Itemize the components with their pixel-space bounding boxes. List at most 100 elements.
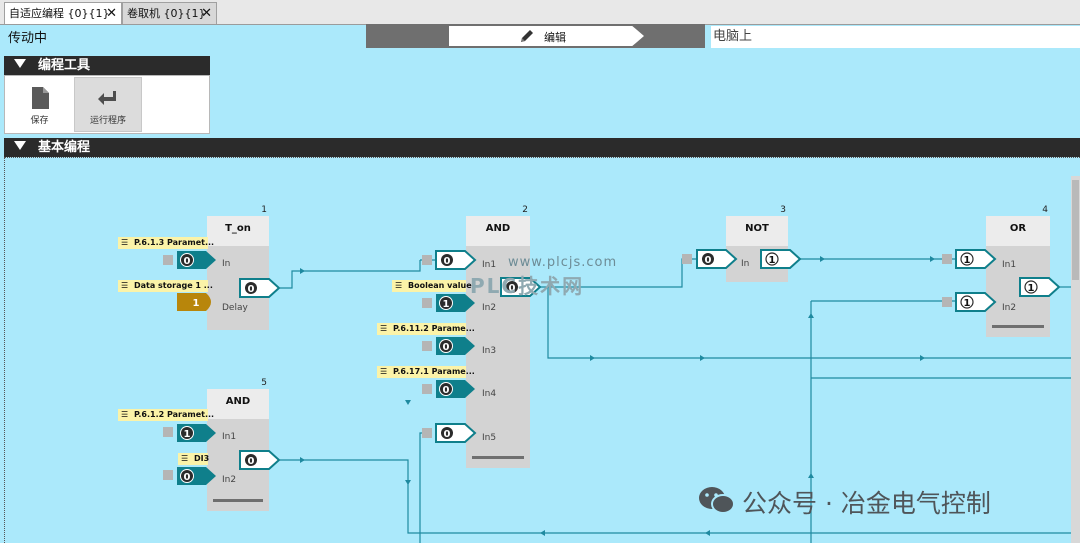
- connector-handle[interactable]: [422, 428, 432, 438]
- signal-input-flag[interactable]: 1: [176, 423, 218, 443]
- constant-input-flag[interactable]: 1: [176, 292, 218, 312]
- edit-label: 编辑: [544, 31, 566, 44]
- section-title: 编程工具: [38, 58, 91, 73]
- connector-handle[interactable]: [163, 427, 173, 437]
- connector-handle[interactable]: [942, 254, 952, 264]
- tab-coiler[interactable]: 卷取机 {0}{1} ✕: [122, 2, 217, 24]
- signal-input-flag[interactable]: 0: [435, 336, 477, 356]
- parameter-tag[interactable]: Data storage 1 ...: [118, 280, 213, 292]
- connector-handle[interactable]: [422, 384, 432, 394]
- connector-handle[interactable]: [682, 254, 692, 264]
- pin-label: In: [741, 259, 750, 269]
- tool-panel: 保存 运行程序: [4, 75, 210, 134]
- output-connector-flag[interactable]: 0: [239, 450, 281, 470]
- function-block-or[interactable]: OR 4 In1 In2: [986, 205, 1050, 337]
- output-connector-flag[interactable]: 1: [1019, 277, 1061, 297]
- input-connector-flag[interactable]: 1: [955, 292, 997, 312]
- block-number: 4: [1042, 205, 1048, 215]
- wechat-account-label: 公众号 · 冶金电气控制: [742, 489, 991, 518]
- signal-value: 0: [705, 255, 712, 266]
- watermark-brand: PLC技术网: [470, 274, 585, 298]
- signal-value: 1: [964, 255, 971, 266]
- connector-handle[interactable]: [163, 255, 173, 265]
- tab-adaptive-programming[interactable]: 自适应编程 {0}{1} ✕: [4, 2, 122, 24]
- signal-value: 0: [248, 456, 255, 467]
- programming-canvas[interactable]: [4, 157, 1080, 543]
- signal-input-flag[interactable]: 0: [176, 250, 218, 270]
- pin-label: Delay: [222, 303, 248, 313]
- drive-status: 传动中: [8, 31, 48, 46]
- input-connector-flag[interactable]: 0: [435, 423, 477, 443]
- block-title: AND: [466, 216, 530, 246]
- signal-input-flag[interactable]: 1: [435, 293, 477, 313]
- close-icon[interactable]: ✕: [201, 6, 212, 21]
- signal-value: 1: [964, 298, 971, 309]
- tab-label: 自适应编程 {0}{1}: [9, 7, 110, 20]
- section-basic-programming[interactable]: 基本编程: [4, 138, 1080, 157]
- signal-value: 1: [443, 299, 450, 310]
- signal-value: 1: [769, 255, 776, 266]
- signal-value: 1: [1028, 283, 1035, 294]
- block-title: AND: [207, 389, 269, 419]
- block-title: NOT: [726, 216, 788, 246]
- signal-value: 0: [443, 342, 450, 353]
- parameter-tag[interactable]: P.6.1.3 Paramet...: [118, 237, 214, 249]
- input-connector-flag[interactable]: 0: [435, 250, 477, 270]
- input-connector-flag[interactable]: 1: [955, 249, 997, 269]
- pin-label: In1: [222, 432, 237, 442]
- connector-handle[interactable]: [163, 470, 173, 480]
- edit-mode-button[interactable]: [449, 26, 644, 46]
- parameter-tag[interactable]: P.6.1.2 Paramet...: [118, 409, 214, 421]
- device-location: 电脑上: [711, 26, 1080, 48]
- wechat-icon: [699, 487, 735, 514]
- connector-handle[interactable]: [942, 297, 952, 307]
- signal-value: 0: [443, 385, 450, 396]
- block-title: T_on: [207, 216, 269, 246]
- close-icon[interactable]: ✕: [106, 6, 117, 21]
- connector-handle[interactable]: [422, 298, 432, 308]
- block-number: 3: [780, 205, 786, 215]
- function-block-and[interactable]: AND 2 In1 In2 In3 In4 In5: [466, 205, 530, 468]
- signal-value: 0: [444, 429, 451, 440]
- output-connector-flag[interactable]: 1: [760, 249, 802, 269]
- pin-label: In1: [1002, 260, 1017, 270]
- pin-label: In4: [482, 389, 497, 399]
- signal-value: 0: [444, 256, 451, 267]
- pin-label: In2: [1002, 303, 1017, 313]
- pin-label: In2: [222, 475, 237, 485]
- scrollbar-thumb[interactable]: [1072, 180, 1079, 280]
- save-label: 保存: [30, 116, 49, 126]
- block-title: OR: [986, 216, 1050, 246]
- block-number: 5: [261, 378, 267, 388]
- output-connector-flag[interactable]: 0: [500, 277, 542, 297]
- parameter-tag[interactable]: P.6.11.2 Parame...: [377, 323, 475, 335]
- function-block-t-on[interactable]: T_on 1 In Delay: [207, 205, 269, 330]
- connector-handle[interactable]: [422, 255, 432, 265]
- run-program-label: 运行程序: [89, 116, 126, 126]
- signal-value: 0: [509, 283, 516, 294]
- file-icon: [31, 87, 49, 109]
- signal-value: 1: [193, 298, 200, 309]
- input-connector-flag[interactable]: 0: [696, 249, 738, 269]
- pin-label: In3: [482, 346, 497, 356]
- parameter-tag[interactable]: DI3: [178, 453, 209, 465]
- signal-input-flag[interactable]: 0: [176, 466, 218, 486]
- pin-label: In5: [482, 433, 497, 443]
- collapse-triangle-icon: [14, 141, 26, 150]
- connector-handle[interactable]: [422, 341, 432, 351]
- parameter-tag[interactable]: P.6.17.1 Parame...: [377, 366, 475, 378]
- parameter-tag[interactable]: Boolean value: [392, 280, 472, 292]
- pin-label: In2: [482, 303, 497, 313]
- save-button[interactable]: 保存: [6, 77, 73, 132]
- vertical-scrollbar[interactable]: [1071, 176, 1080, 543]
- pin-label: In: [222, 259, 231, 269]
- section-title: 基本编程: [38, 140, 91, 155]
- section-programming-tools[interactable]: 编程工具: [4, 56, 210, 75]
- run-program-button[interactable]: 运行程序: [74, 77, 142, 132]
- signal-input-flag[interactable]: 0: [435, 379, 477, 399]
- pin-label: In1: [482, 260, 497, 270]
- tab-label: 卷取机 {0}{1}: [127, 7, 206, 20]
- output-connector-flag[interactable]: 0: [239, 278, 281, 298]
- return-arrow-icon: [98, 91, 116, 105]
